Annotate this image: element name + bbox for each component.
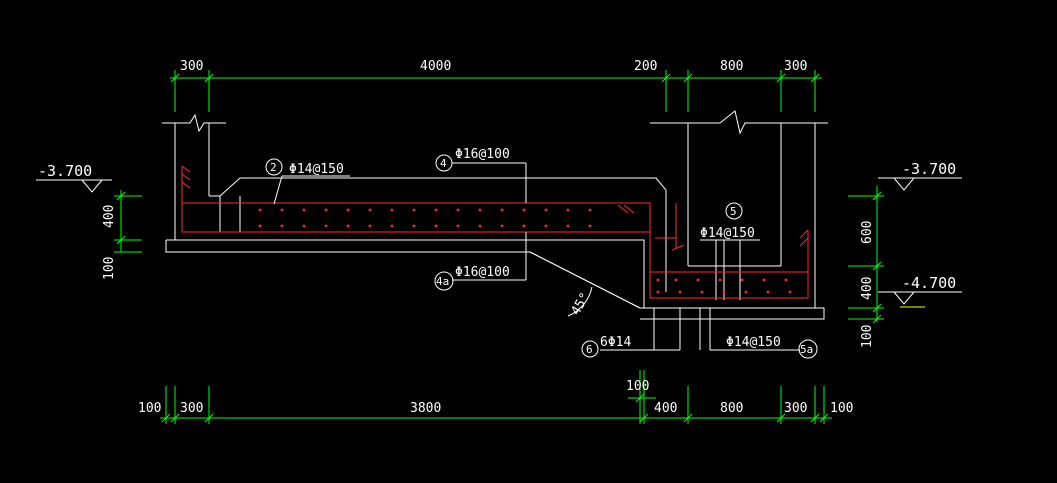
rebar-label-2: 2 Φ14@150 (265, 158, 344, 177)
right-level-marker-bottom (878, 291, 962, 305)
rebar-number-6: 6 (586, 343, 593, 356)
right-level-bottom-text: -4.700 (902, 274, 956, 292)
top-dim-800: 800 (720, 59, 743, 74)
rebar-label-5a: 5a Φ14@150 (726, 335, 818, 359)
left-dimension-chain (114, 190, 142, 253)
rebar-number-4: 4 (440, 157, 447, 170)
top-dim-200: 200 (634, 59, 657, 74)
left-level-marker (36, 179, 112, 193)
right-dim-100: 100 (860, 325, 875, 348)
rebar-label-4a: 4a Φ16@100 (434, 265, 510, 291)
top-dim-300-left: 300 (180, 59, 203, 74)
rebar-label-5: 5 Φ14@150 (700, 202, 755, 241)
rebar-leaders (273, 162, 800, 351)
concrete-outline (162, 110, 828, 350)
left-dim-100: 100 (102, 257, 117, 280)
right-dimension-chain (848, 186, 884, 324)
right-level-marker-top (878, 177, 962, 191)
rebar-lines (181, 165, 809, 299)
bottom-dim-300-left: 300 (180, 401, 203, 416)
rebar-number-4a: 4a (436, 275, 449, 288)
rebar-spec-5: Φ14@150 (700, 226, 755, 241)
rebar-spec-6: 6Φ14 (600, 335, 631, 350)
bottom-dim-400: 400 (654, 401, 677, 416)
right-dim-600: 600 (860, 221, 875, 244)
bottom-dimension-chain (160, 370, 832, 424)
right-dim-400: 400 (860, 277, 875, 300)
top-dim-4000: 4000 (420, 59, 451, 74)
left-dim-400: 400 (102, 205, 117, 228)
rebar-number-5: 5 (730, 205, 737, 218)
rebar-spec-2: Φ14@150 (289, 162, 344, 177)
bottom-dim-300-right: 300 (784, 401, 807, 416)
bottom-dim-100-left: 100 (138, 401, 161, 416)
left-level-text: -3.700 (38, 162, 92, 180)
rebar-spec-4: Φ16@100 (455, 147, 510, 162)
angle-arc (567, 286, 593, 317)
rebar-spec-5a: Φ14@150 (726, 335, 781, 350)
rebar-dots (258, 208, 792, 294)
rebar-label-4: 4 Φ16@100 (435, 147, 510, 172)
rebar-label-6: 6 6Φ14 (581, 335, 631, 358)
bottom-dim-100-right: 100 (830, 401, 853, 416)
bottom-dim-800: 800 (720, 401, 743, 416)
top-dimension-chain (170, 70, 822, 112)
bottom-dim-3800: 3800 (410, 401, 441, 416)
top-dim-300-right: 300 (784, 59, 807, 74)
right-level-top-text: -3.700 (902, 160, 956, 178)
rebar-number-2: 2 (270, 161, 277, 174)
rebar-number-5a: 5a (800, 343, 813, 356)
rebar-spec-4a: Φ16@100 (455, 265, 510, 280)
bottom-dim-100-mid: 100 (626, 379, 649, 394)
